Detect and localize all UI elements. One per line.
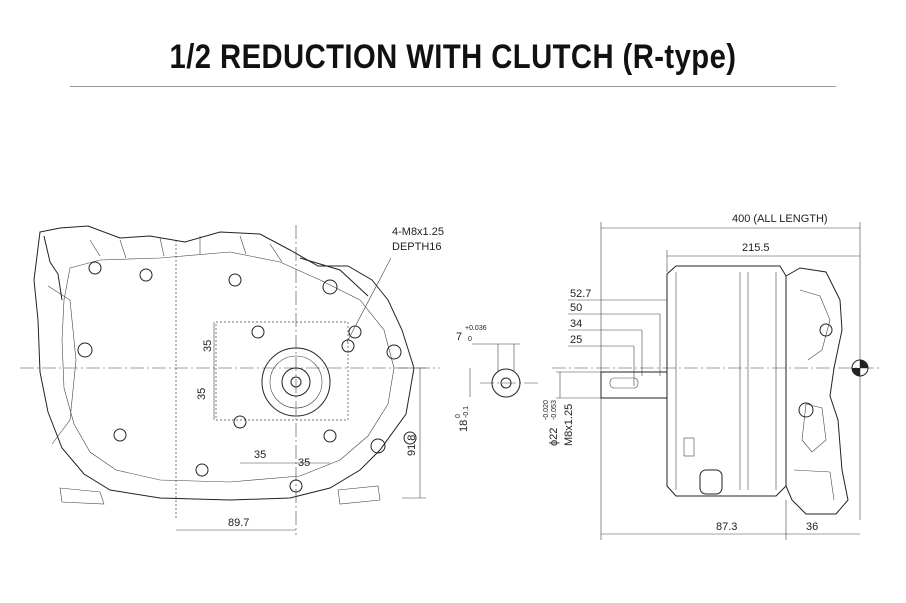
key-width-label: 7 [456,331,462,343]
boss [386,344,402,360]
title-divider [70,86,836,87]
boss [289,479,303,493]
boss [322,279,338,295]
page-title: 1/2 REDUCTION WITH CLUTCH (R-type) [169,38,737,76]
drain-plug [699,469,723,495]
bolt-hole [233,415,247,429]
crankcase-outline [33,225,415,501]
perimeter-bosses [77,261,417,493]
height-dim-label: 91.8 [406,435,418,456]
dim-25-label: 25 [570,334,582,346]
dim-215-label: 215.5 [742,242,770,254]
boss [195,463,209,477]
bolt-horizontal-dim-left: 35 [254,449,266,461]
dim-87-label: 87.3 [716,521,737,533]
mounting-bolt-holes [233,325,355,443]
rear-reference-mark-fill [852,368,860,376]
boss [348,325,362,339]
boss [228,273,242,287]
housing-top-ribs [89,235,283,263]
shaft-section [491,368,521,398]
horizontal-dim-label: 89.7 [228,517,249,529]
all-length-label: 400 (ALL LENGTH) [732,213,828,225]
boss [403,431,417,445]
boss [88,261,102,275]
thread-callout-leader [346,257,392,343]
key-height-tol-lower: -0.1 [463,406,470,418]
shaft-dia-tol-upper: -0.020 [543,400,550,420]
bolt-vertical-dim-upper: 35 [202,340,214,352]
engine-boss [819,323,833,337]
thread-depth-label: DEPTH16 [392,241,442,253]
side-view: 400 (ALL LENGTH) 215.5 52.7 50 34 25 ϕ22… [543,213,880,540]
rear-reference-mark-fill [860,360,868,368]
output-hub-outer [261,347,331,417]
shaft-center-bore [290,376,302,388]
thread-callout-label: 4-M8x1.25 [392,226,444,238]
dim-34-label: 34 [570,318,582,330]
output-hub-flange [269,355,323,409]
bolt-horizontal-dim-right: 35 [298,457,310,469]
boss [139,268,153,282]
shaft-key-detail: 7 +0.036 0 18 0 -0.1 [455,325,540,432]
dim-52-label: 52.7 [570,288,591,300]
bolt-hole [251,325,265,339]
bolt-hole [323,429,337,443]
engine-boss [798,402,814,418]
key-width-tol-lower: 0 [468,336,472,343]
key-height-tol-upper: 0 [455,414,462,418]
shaft-section-bore [500,377,512,389]
dim-36-label: 36 [806,521,818,533]
shaft-dia-tol-lower: -0.053 [551,400,558,420]
engine-block-detail [793,289,835,501]
boss [370,438,386,454]
gearbox-housing [666,265,787,497]
crankcase-inner-outline [61,251,395,483]
front-view: 4-M8x1.25 DEPTH16 35 35 35 35 91.8 89.7 [20,225,444,535]
housing-top-flange [43,235,369,301]
housing-bottom-feet [59,485,381,505]
boss [113,428,127,442]
key-height-label: 18 [458,420,470,432]
housing-boss [683,437,695,457]
shaft-dia-label: ϕ22 [548,428,560,446]
output-shaft-end [281,367,311,397]
bolt-pattern-outline [215,321,349,421]
boss [77,342,93,358]
shaft-keyway [609,377,639,389]
shaft-thread-label: M8x1.25 [563,404,575,446]
bolt-vertical-dim-lower: 35 [196,388,208,400]
key-width-tol-upper: +0.036 [465,325,487,332]
housing-left-rib [47,285,77,445]
dim-50-label: 50 [570,302,582,314]
engine-block-outline [785,267,849,515]
